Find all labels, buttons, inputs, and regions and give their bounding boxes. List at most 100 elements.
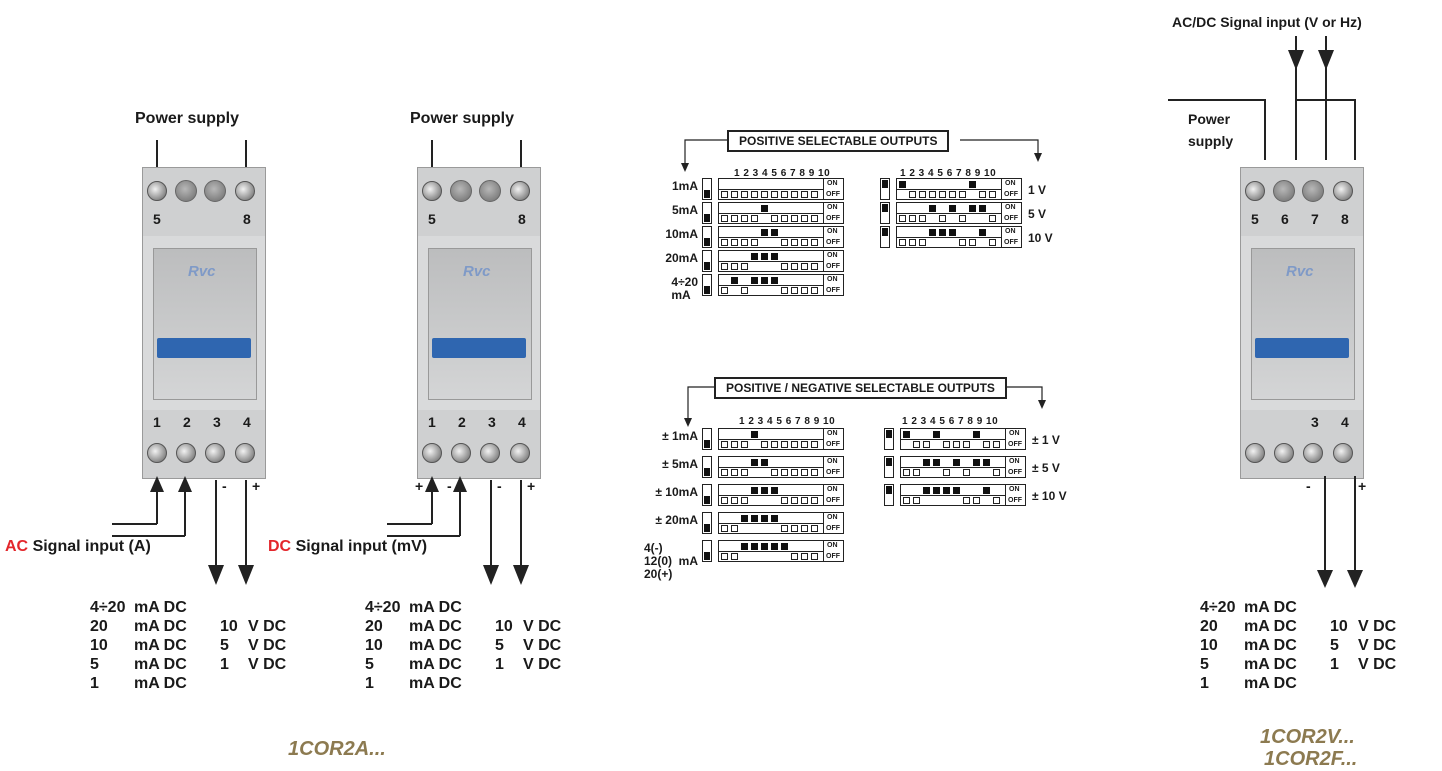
switch-position-3 <box>741 515 748 522</box>
switch-position-10 <box>993 441 1000 448</box>
switch-position-10 <box>811 469 818 476</box>
output-range-label: ± 20mA <box>655 513 698 527</box>
module-body: 5 8 Rvc 1 2 3 4 <box>417 167 541 479</box>
off-label: OFF <box>826 497 840 504</box>
switch-position-10 <box>993 469 1000 476</box>
polarity-label: + <box>252 478 261 494</box>
switch-position-3 <box>923 487 930 494</box>
screw-terminal-2[interactable] <box>451 443 471 463</box>
switch-position-5 <box>761 515 768 522</box>
vi-selector <box>702 202 712 224</box>
switch-position-8 <box>791 441 798 448</box>
vi-selector <box>702 512 712 534</box>
switch-position-9 <box>801 553 808 560</box>
switch-position-2 <box>731 263 738 270</box>
front-window <box>428 248 532 400</box>
model-caption-1cor2a: 1COR2A... <box>288 738 386 760</box>
switch-position-6 <box>771 469 778 476</box>
switch-position-10 <box>811 553 818 560</box>
off-label: OFF <box>826 263 840 270</box>
off-label: OFF <box>826 239 840 246</box>
vi-selector <box>702 250 712 272</box>
switch-position-6 <box>771 487 778 494</box>
switch-position-7 <box>781 469 788 476</box>
screw-terminal-4[interactable] <box>235 443 255 463</box>
screw-terminal-8[interactable] <box>1333 181 1353 201</box>
switch-position-10 <box>811 263 818 270</box>
switch-position-1 <box>721 469 728 476</box>
screw-terminal-3[interactable] <box>205 443 225 463</box>
on-label: ON <box>1009 486 1020 493</box>
on-label: ON <box>1005 204 1016 211</box>
terminal-number: 6 <box>1281 211 1289 227</box>
screw-terminal-8[interactable] <box>235 181 255 201</box>
switch-position-8 <box>969 205 976 212</box>
terminal-number: 5 <box>1251 211 1259 227</box>
vi-selector-mark <box>704 524 710 532</box>
terminal-number: 8 <box>1341 211 1349 227</box>
terminal-number: 3 <box>488 414 496 430</box>
switch-position-4 <box>751 543 758 550</box>
dip-switch-bank[interactable] <box>157 338 251 358</box>
switch-position-5 <box>761 441 768 448</box>
screw-terminal-1[interactable] <box>1245 443 1265 463</box>
terminal-number: 2 <box>183 414 191 430</box>
screw-terminal-5[interactable] <box>147 181 167 201</box>
dip-switch-bank[interactable] <box>1255 338 1349 358</box>
output-range-label: ± 10 V <box>1032 489 1067 503</box>
switch-position-5 <box>761 191 768 198</box>
screw-terminal-5[interactable] <box>422 181 442 201</box>
switch-numbers: 1 2 3 4 5 6 7 8 9 10 <box>739 416 836 427</box>
switch-position-4 <box>751 215 758 222</box>
screw-terminal-3[interactable] <box>480 443 500 463</box>
switch-position-7 <box>781 525 788 532</box>
polarity-label: - <box>497 478 502 494</box>
screw-terminal-2[interactable] <box>176 443 196 463</box>
switch-position-3 <box>741 263 748 270</box>
input-wires <box>1168 36 1356 160</box>
terminal-number: 1 <box>428 414 436 430</box>
on-label: ON <box>827 276 838 283</box>
switch-position-2 <box>731 525 738 532</box>
switch-position-9 <box>979 205 986 212</box>
dip-switch-bank[interactable] <box>432 338 526 358</box>
terminal-number: 1 <box>153 414 161 430</box>
screw-terminal-3[interactable] <box>1303 443 1323 463</box>
output-range-label: 20mA <box>665 251 698 265</box>
dc-signal-input-label: DC Signal input (mV) <box>268 538 428 555</box>
switch-position-2 <box>731 191 738 198</box>
terminal-number: 4 <box>243 414 251 430</box>
output-wires <box>1317 476 1363 588</box>
screw-terminal-1[interactable] <box>147 443 167 463</box>
output-range-label: ± 5 V <box>1032 461 1060 475</box>
screw-terminal-4[interactable] <box>510 443 530 463</box>
screw-terminal-4[interactable] <box>1333 443 1353 463</box>
screw-terminal-5[interactable] <box>1245 181 1265 201</box>
switch-position-6 <box>771 441 778 448</box>
screw-terminal-2[interactable] <box>1274 443 1294 463</box>
switch-position-7 <box>781 263 788 270</box>
switch-position-3 <box>741 469 748 476</box>
output-range-label: 10 V <box>1028 231 1053 245</box>
screw-terminal-8[interactable] <box>510 181 530 201</box>
screw-terminal-1[interactable] <box>422 443 442 463</box>
switch-position-9 <box>983 487 990 494</box>
switch-position-4 <box>751 431 758 438</box>
switch-position-5 <box>761 459 768 466</box>
switch-position-10 <box>811 239 818 246</box>
off-label: OFF <box>826 469 840 476</box>
switch-position-1 <box>721 263 728 270</box>
switch-position-10 <box>811 497 818 504</box>
terminal-number: 8 <box>518 211 526 227</box>
switch-position-5 <box>761 205 768 212</box>
switch-position-8 <box>791 191 798 198</box>
vi-selector <box>702 484 712 506</box>
